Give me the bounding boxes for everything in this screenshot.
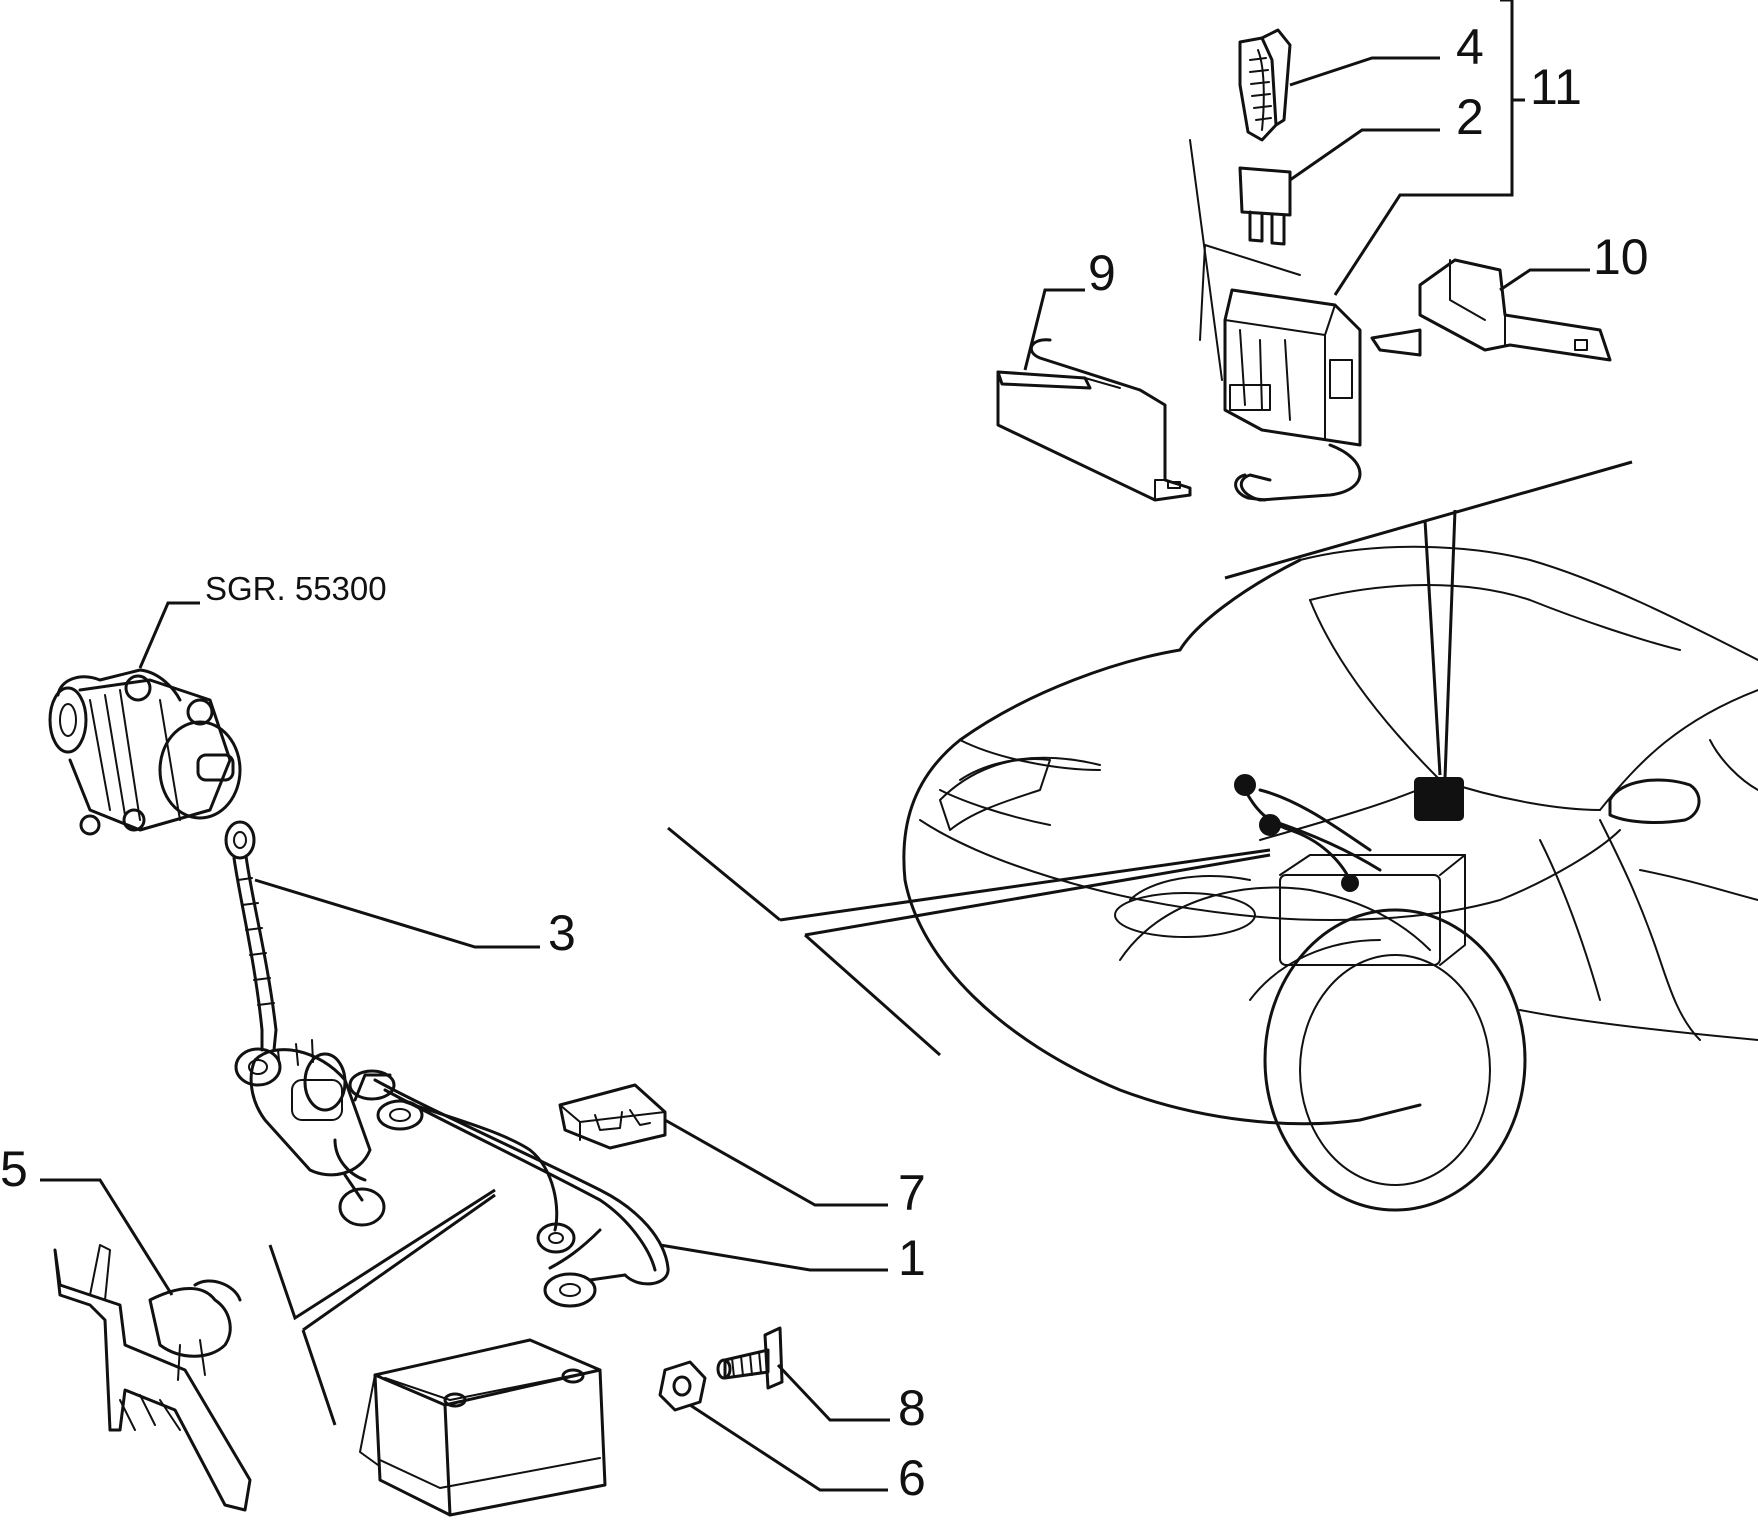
callout-7: 7: [898, 1165, 926, 1221]
callout-10: 10: [1593, 229, 1649, 285]
callout-4: 4: [1456, 19, 1484, 75]
fuse-part-2: [1238, 166, 1292, 246]
reference-sgr: SGR. 55300: [205, 570, 387, 607]
starter-motor: [249, 1039, 386, 1227]
callout-6: 6: [898, 1450, 926, 1506]
group-leaders: [667, 460, 1633, 1057]
bracket-part-10: [1370, 258, 1612, 362]
bolt-part-8: [716, 1326, 784, 1390]
callout-labels: 4 2 11 10 9 SGR. 55300 3 7 1 5 8 6: [0, 19, 1649, 1506]
callout-1: 1: [898, 1230, 926, 1286]
wiring-harness-part-1: [348, 1069, 670, 1308]
callout-3: 3: [548, 905, 576, 961]
callout-2: 2: [1456, 89, 1484, 145]
fuse-puller-part-4: [1238, 28, 1292, 142]
car-outline: [902, 545, 1758, 1212]
callout-5: 5: [0, 1141, 28, 1197]
callout-leaders: [40, 0, 1590, 1492]
ground-strap-part-3: [224, 820, 282, 1087]
battery: [359, 1338, 607, 1517]
callout-11: 11: [1530, 59, 1582, 115]
alternator: [48, 668, 242, 836]
fuse-holder-part-7: [558, 1083, 667, 1150]
callout-8: 8: [898, 1380, 926, 1436]
battery-bracket-part-5: [53, 1244, 252, 1512]
fuse-box-part-11: [1189, 139, 1362, 502]
callout-9: 9: [1088, 245, 1116, 301]
nut-part-6: [658, 1360, 707, 1412]
